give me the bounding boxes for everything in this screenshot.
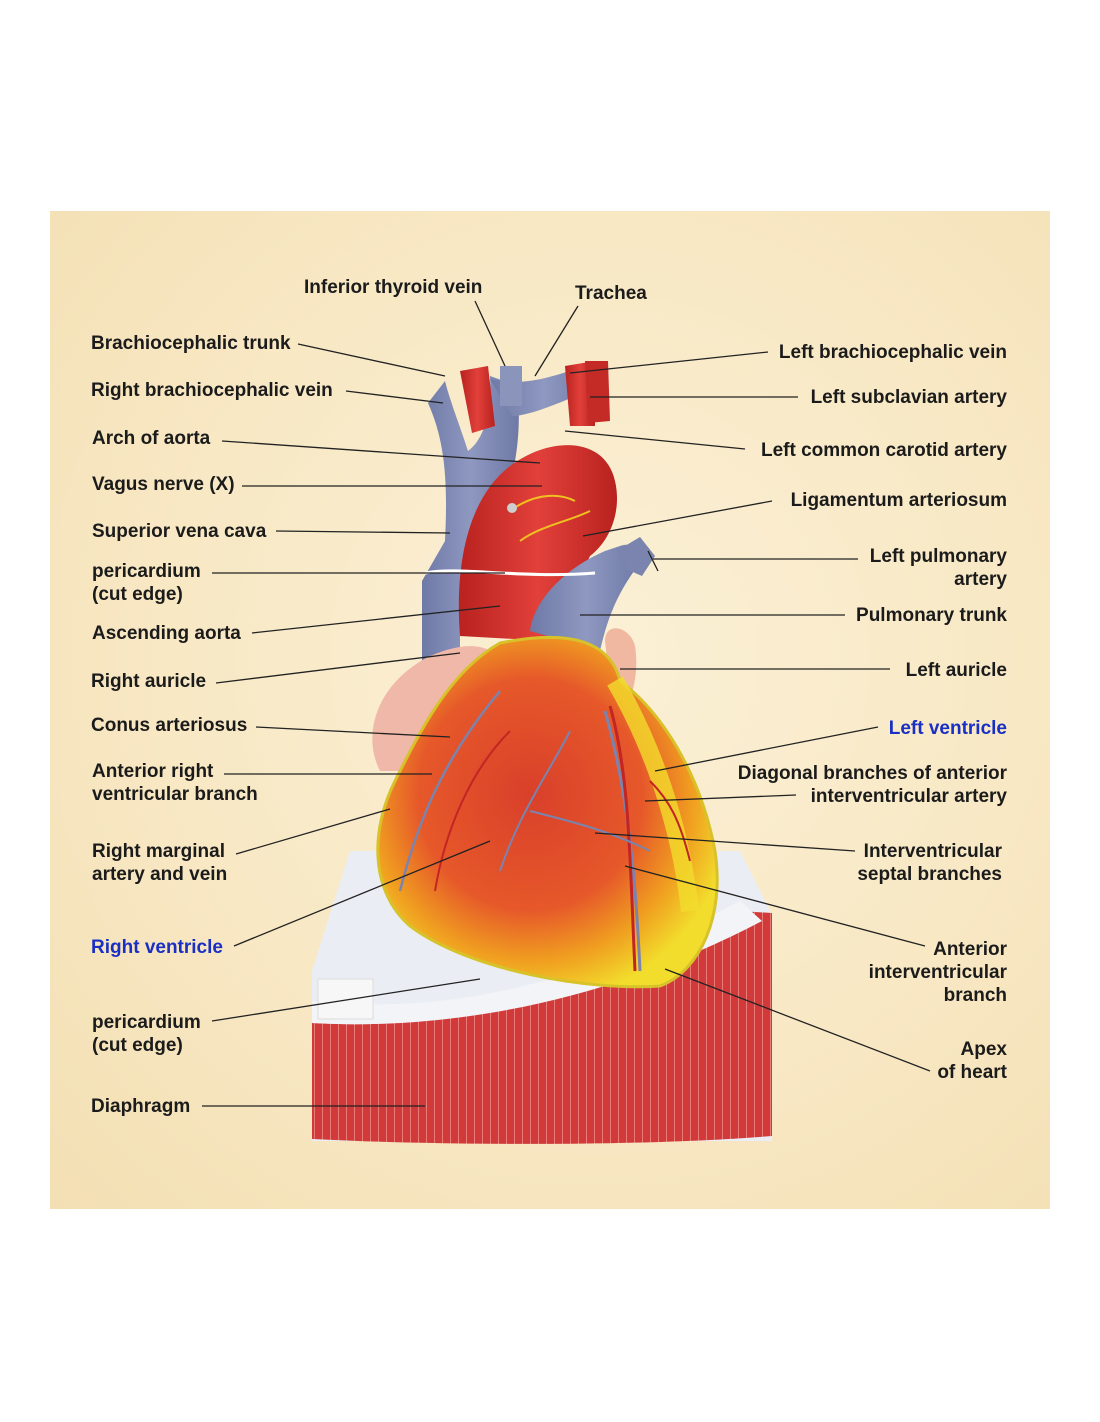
label-left-ventricle: Left ventricle [888,718,1007,739]
aorta [458,361,618,641]
label-right-ventricle: Right ventricle [91,937,223,958]
label-pericardium-bottom: pericardium (cut edge) [92,1012,201,1056]
label-left-common-carotid-artery: Left common carotid artery [761,440,1007,461]
label-trachea: Trachea [575,283,647,304]
label-inferior-thyroid-vein: Inferior thyroid vein [304,277,483,298]
label-right-auricle: Right auricle [91,671,207,692]
label-right-marginal: Right marginal artery and vein [92,841,228,885]
label-left-pulmonary-artery: Left pulmonary artery [869,546,1007,590]
label-apex-of-heart: Apex of heart [937,1039,1007,1083]
label-pericardium-top: pericardium (cut edge) [92,561,201,605]
label-left-brachiocephalic-vein: Left brachiocephalic vein [778,342,1007,363]
heart-model-illustration [202,300,931,1144]
label-brachiocephalic-trunk: Brachiocephalic trunk [91,333,291,354]
label-vagus-nerve: Vagus nerve (X) [92,474,235,495]
label-interventricular-septal-branches: Interventricular septal branches [857,841,1002,885]
label-ligamentum-arteriosum: Ligamentum arteriosum [790,490,1007,511]
heart-body [376,635,719,989]
label-left-subclavian-artery: Left subclavian artery [810,387,1007,408]
label-arch-of-aorta: Arch of aorta [92,428,211,449]
diagram-panel: Brachiocephalic trunk Right brachiocepha… [50,211,1050,1209]
label-diaphragm: Diaphragm [91,1096,191,1117]
leader-lines [202,300,931,1107]
label-diagonal-branches: Diagonal branches of anterior interventr… [737,763,1007,807]
label-anterior-interventricular-branch: Anterior interventricular branch [868,939,1007,1006]
label-ascending-aorta: Ascending aorta [92,623,241,644]
pulmonary-trunk-shape [530,537,655,651]
label-conus-arteriosus: Conus arteriosus [91,715,248,736]
trachea-shape [500,366,522,406]
label-pulmonary-trunk: Pulmonary trunk [856,605,1007,626]
label-right-brachiocephalic-vein: Right brachiocephalic vein [91,380,333,401]
label-anterior-right-ventricular-branch: Anterior right ventricular branch [92,761,258,805]
label-left-auricle: Left auricle [905,660,1007,681]
label-superior-vena-cava: Superior vena cava [92,521,267,542]
